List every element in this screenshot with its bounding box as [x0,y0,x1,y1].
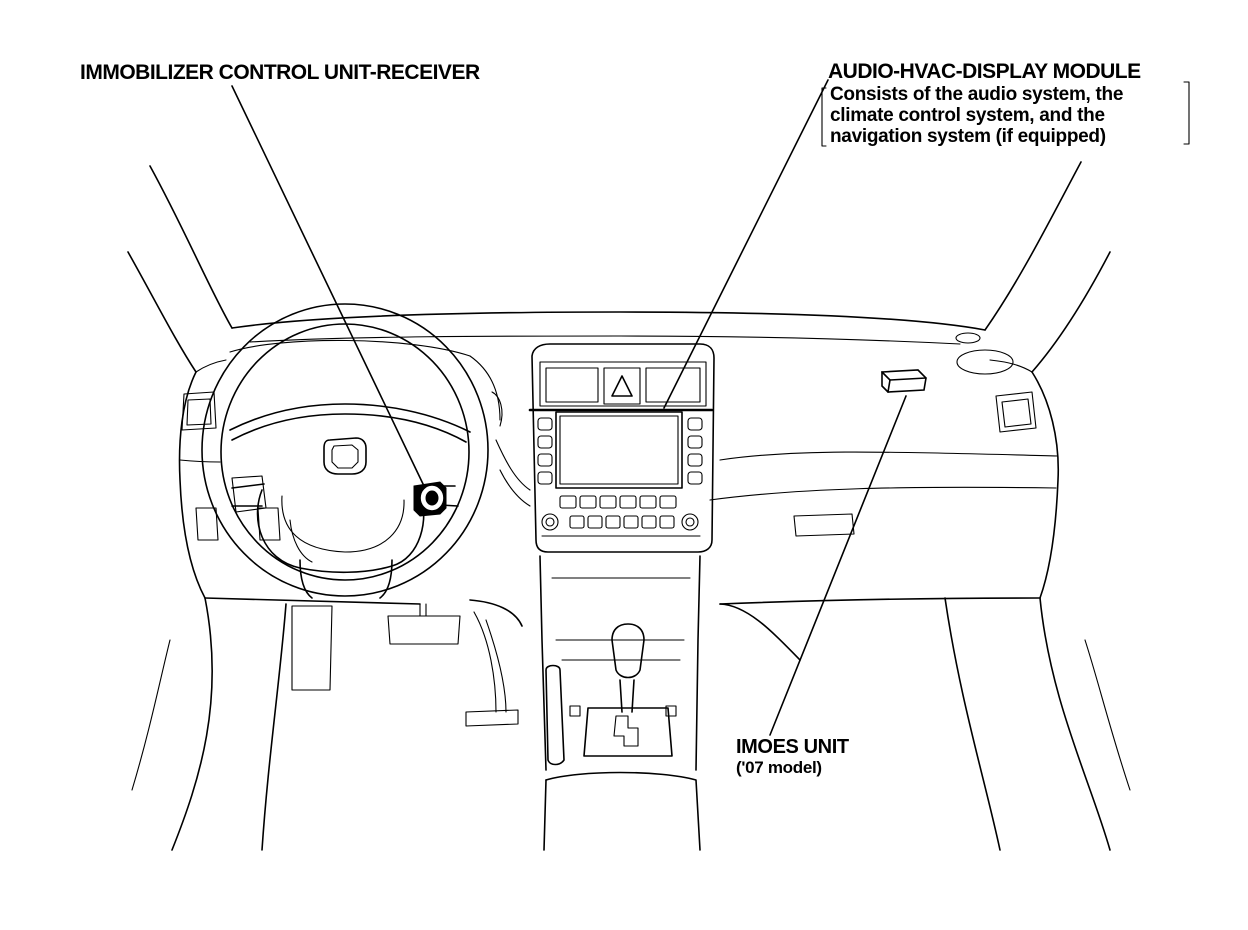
imoes-unit-label: IMOES UNIT [736,736,849,758]
leader-lines [231,79,907,736]
imoes-unit [881,369,927,393]
immobilizer-label: IMMOBILIZER CONTROL UNIT-RECEIVER [80,61,480,84]
leader-imoes [769,395,907,736]
audio-module-desc-line: navigation system (if equipped) [830,126,1106,147]
leader-audio-module [663,79,829,409]
steering-wheel [201,303,503,599]
description-brackets [821,81,1190,147]
dashboard-body [178,332,1060,605]
imoes-unit-note: ('07 model) [736,758,822,777]
center-console [539,555,701,851]
audio-module-desc-line: climate control system, and the [830,105,1105,126]
center-stack [528,343,715,553]
audio-module-description: Consists of the audio system, the climat… [830,84,1123,147]
footwell [131,597,1131,851]
audio-module-title: AUDIO-HVAC-DISPLAY MODULE [828,60,1141,83]
leader-immobilizer [231,85,425,487]
immobilizer-receiver [413,481,447,517]
audio-module-desc-line: Consists of the audio system, the [830,84,1124,105]
windshield-pillars [127,161,1111,373]
